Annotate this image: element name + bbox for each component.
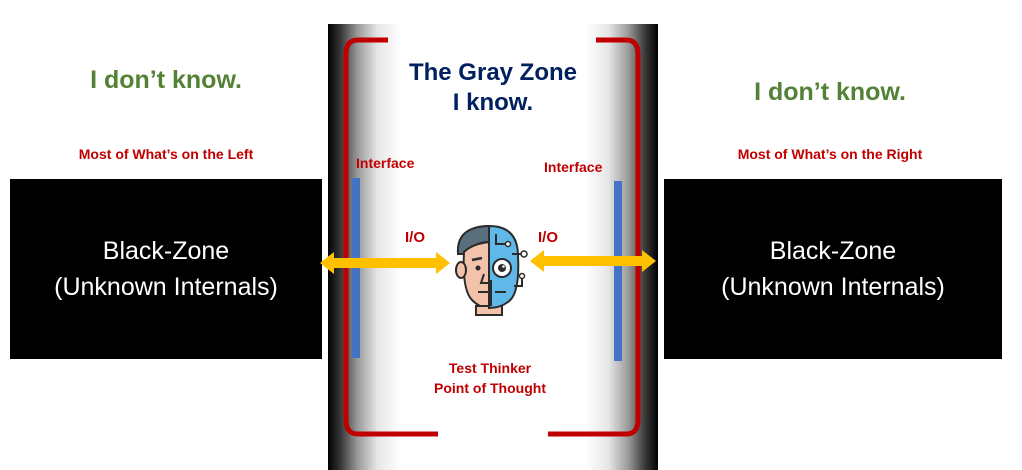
right-subheading: Most of What’s on the Right: [737, 146, 923, 162]
right-io-label: I/O: [538, 229, 559, 246]
gray-zone-bracket: [343, 37, 641, 437]
right-interface-bar: [614, 181, 622, 361]
left-io-double-arrow: [320, 252, 450, 274]
right-interface-label: Interface: [544, 159, 603, 175]
left-io-label: I/O: [405, 229, 426, 246]
test-thinker-line1: Test Thinker: [448, 360, 532, 376]
right-black-zone-box: Black-Zone (Unknown Internals): [664, 179, 1002, 359]
left-black-zone-box: Black-Zone (Unknown Internals): [10, 179, 322, 359]
test-thinker-label: Test Thinker Point of Thought: [400, 358, 580, 398]
human-robot-face-icon: [455, 224, 528, 316]
gray-zone-title-line2: I know.: [452, 89, 534, 116]
right-box-line2: (Unknown Internals): [721, 273, 945, 301]
left-box-line2: (Unknown Internals): [54, 273, 278, 301]
right-io-double-arrow: [530, 250, 656, 272]
left-heading: I don’t know.: [90, 66, 242, 94]
left-interface-label: Interface: [356, 155, 415, 171]
right-box-line1: Black-Zone: [769, 237, 897, 265]
gray-zone-title-line1: The Gray Zone: [408, 59, 578, 86]
left-subheading: Most of What’s on the Left: [78, 146, 254, 162]
left-box-line1: Black-Zone: [102, 237, 230, 265]
gray-zone-title: The Gray Zone I know.: [340, 58, 646, 118]
right-heading: I don’t know.: [754, 78, 906, 106]
test-thinker-line2: Point of Thought: [434, 380, 546, 396]
